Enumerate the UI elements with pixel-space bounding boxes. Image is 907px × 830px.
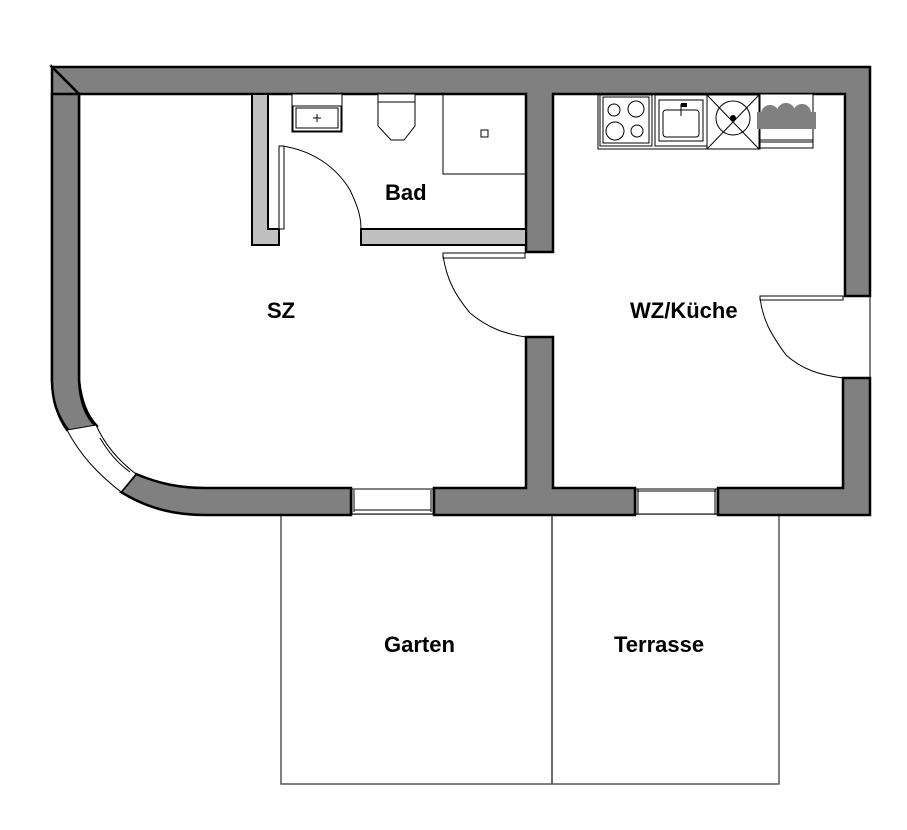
shower-drain-icon [480,129,489,138]
room-label-wz-kueche: WZ/Küche [630,298,738,323]
top-wall [48,65,872,298]
toilet-icon [377,93,416,141]
washbasin-icon [291,93,343,133]
room-label-sz: SZ [267,298,295,323]
plants-icon [757,93,816,149]
bathroom-left-wall [251,93,280,246]
left-wall [50,92,99,433]
entrance-door [759,295,871,379]
window-wz [635,488,718,515]
room-label-bad: Bad [385,180,427,205]
bottom-right-wall [716,376,872,517]
shower-icon [442,93,527,175]
bathroom-bottom-wall [360,228,527,246]
room-label-garten: Garten [384,632,455,657]
bathroom-fixtures [291,93,527,175]
cooktop-icon [599,94,653,147]
bathroom-walls [251,93,527,246]
bottom-middle-wall [432,335,637,517]
corner-window [66,424,137,493]
window-sz [351,488,434,515]
outdoor-areas [280,513,780,785]
room-labels: SZ Bad WZ/Küche Garten Terrasse [267,180,738,657]
bathroom-door [278,145,362,230]
kitchen-sink-icon [654,94,708,147]
bottom-left-wall [119,472,353,517]
exterior-walls [48,63,872,517]
dishwasher-icon [706,94,760,150]
room-label-terrasse: Terrasse [614,632,704,657]
sz-wz-door [442,252,527,338]
kitchen-fixtures [597,93,816,150]
